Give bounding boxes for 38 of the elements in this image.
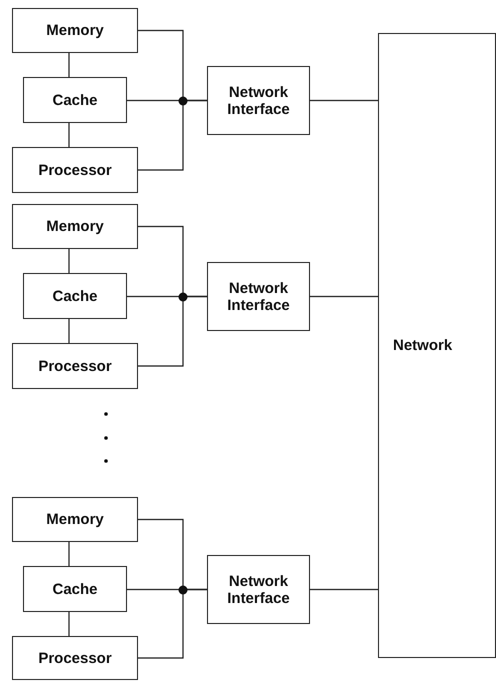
component-box — [23, 273, 127, 319]
box-label: Processor — [38, 162, 112, 178]
component-box — [12, 636, 138, 680]
box-label: Memory — [46, 511, 104, 528]
component-box — [12, 497, 138, 542]
box-label: Memory — [46, 218, 104, 235]
connector-line — [68, 53, 70, 77]
box-label: Network Interface — [226, 280, 291, 314]
component-box — [378, 33, 496, 658]
connector-line — [310, 588, 378, 590]
connector-line — [138, 296, 207, 367]
component-box — [207, 555, 310, 624]
component-box — [12, 147, 138, 193]
box-label: Network Interface — [226, 572, 291, 606]
component-box — [23, 77, 127, 123]
connector-line — [68, 542, 70, 566]
connector-line — [68, 612, 70, 636]
box-label: Processor — [38, 358, 112, 374]
component-box — [23, 566, 127, 612]
component-box — [207, 262, 310, 331]
box-label: Cache — [52, 92, 98, 108]
box-label: Network Interface — [226, 84, 291, 118]
connector-line — [68, 319, 70, 343]
connector-line — [68, 123, 70, 147]
connector-line — [310, 100, 378, 102]
box-label: Processor — [38, 650, 112, 666]
box-label: Cache — [52, 580, 98, 598]
box-label: Network — [393, 337, 452, 354]
box-label: Cache — [52, 288, 98, 304]
connector-line — [138, 100, 207, 171]
box-label: Memory — [46, 22, 104, 39]
connector-line — [310, 296, 378, 298]
component-box — [12, 204, 138, 249]
component-box — [207, 66, 310, 135]
component-box — [12, 8, 138, 53]
connector-line — [68, 249, 70, 273]
connector-line — [138, 588, 207, 659]
component-box — [12, 343, 138, 389]
